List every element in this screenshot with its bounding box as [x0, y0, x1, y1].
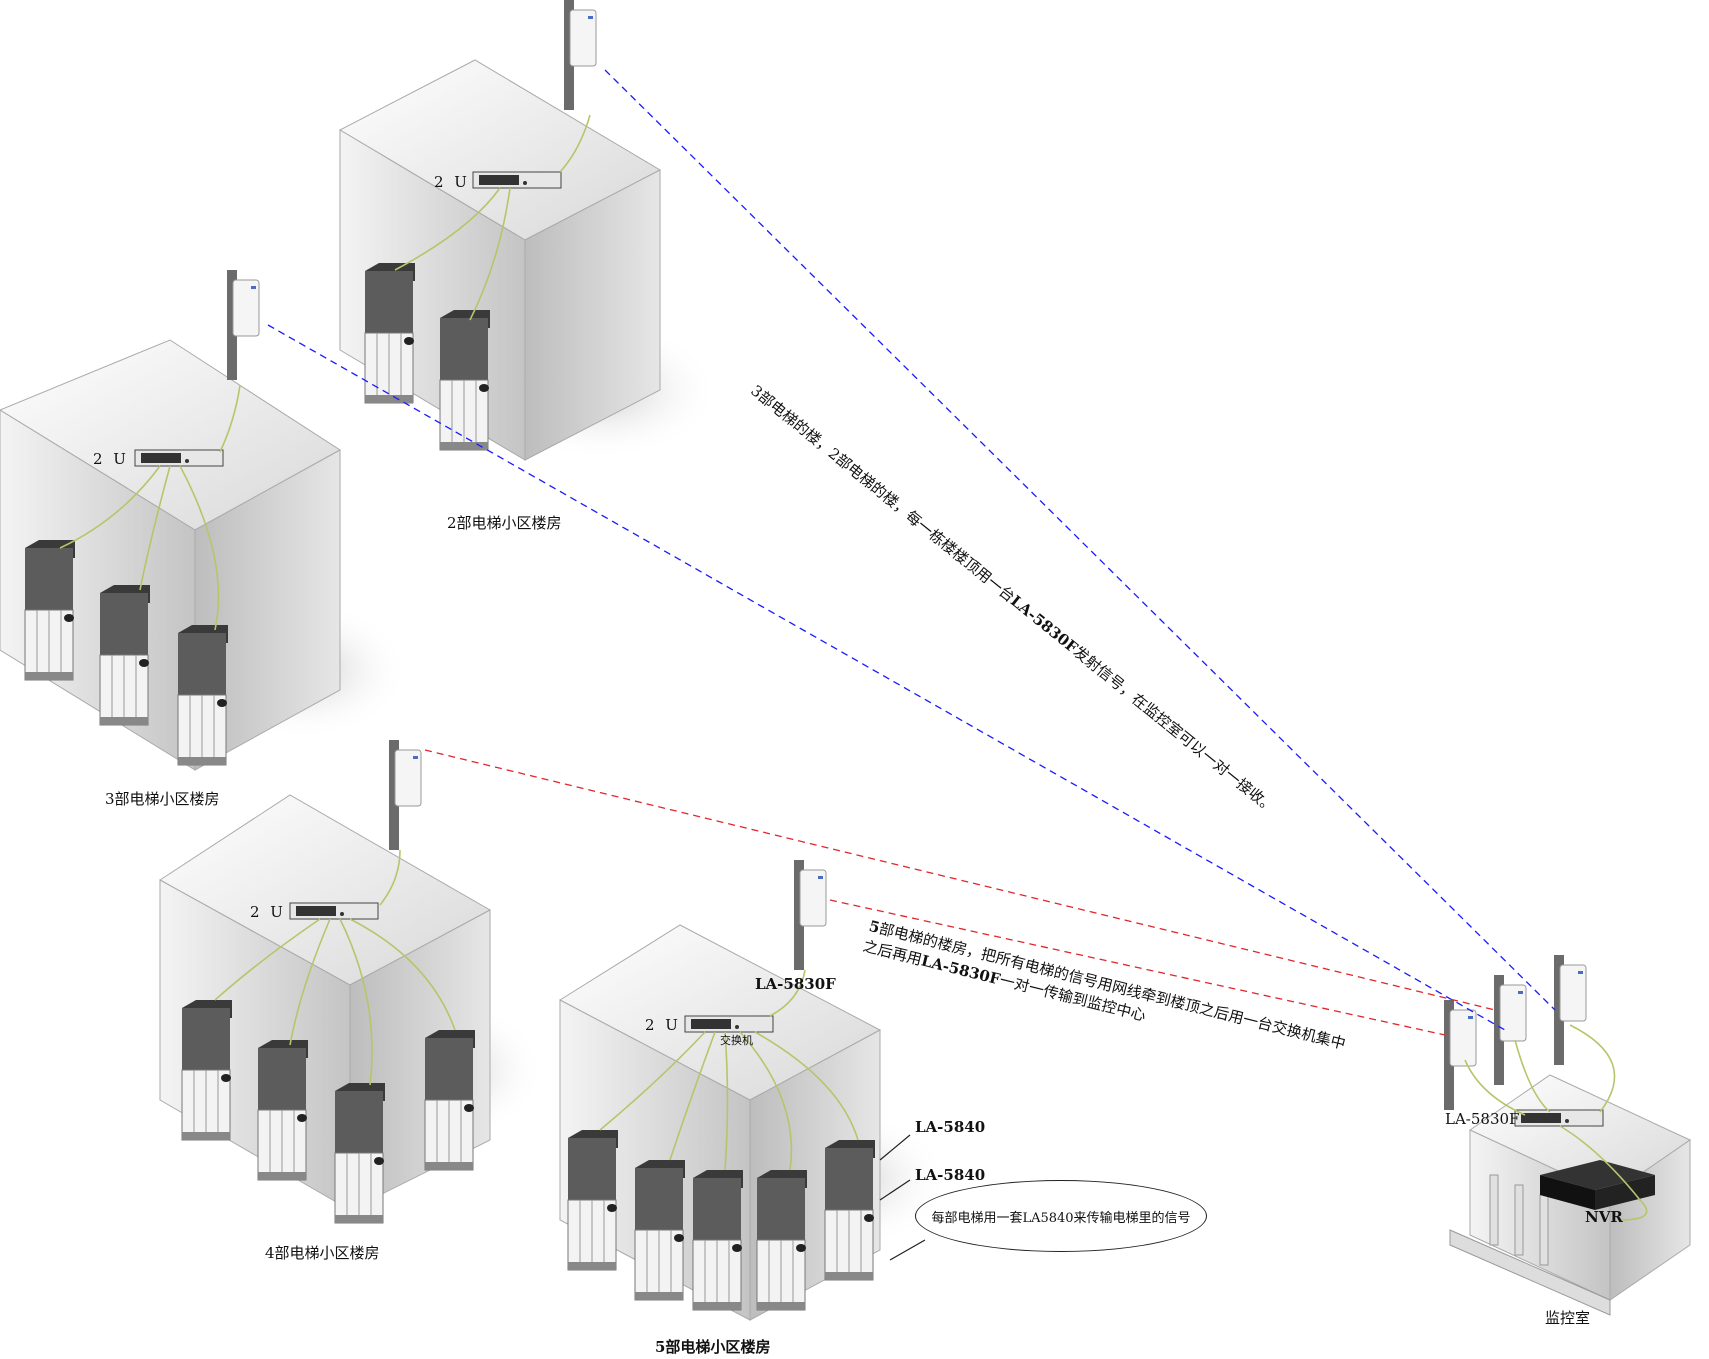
switch-device — [684, 1015, 774, 1033]
unit-label: 2 U — [434, 173, 470, 191]
callout-text: 每部电梯用一套LA5840来传输电梯里的信号 — [931, 1210, 1191, 1226]
building-3-elevators — [0, 269, 341, 771]
elevator-car — [181, 999, 233, 1141]
building-5-label: 5部电梯小区楼房 — [655, 1338, 771, 1356]
elevator-car — [692, 1169, 744, 1311]
switch-device — [289, 902, 379, 920]
elevator-car — [24, 539, 76, 681]
elevator-car — [334, 1082, 386, 1224]
elevator-car — [439, 309, 491, 451]
elevator-car — [634, 1159, 686, 1301]
building-2-elevators — [338, 0, 662, 461]
switch-device — [472, 171, 562, 189]
device-label-la5840: LA-5840 — [915, 1118, 986, 1136]
unit-label: 2 U — [250, 903, 286, 921]
device-label-la5840: LA-5840 — [915, 1166, 986, 1184]
wireless-links — [267, 69, 1556, 1036]
building-5-elevators — [558, 859, 882, 1321]
unit-label: 2 U — [645, 1016, 681, 1034]
elevator-car — [99, 584, 151, 726]
building-4-elevators — [159, 739, 492, 1224]
wireless-bridge — [1493, 974, 1527, 1086]
wireless-bridge — [1443, 999, 1477, 1111]
monitor-radio-label: LA-5830F — [1445, 1110, 1520, 1128]
wireless-bridge — [563, 0, 597, 111]
elevator-car — [756, 1169, 808, 1311]
wireless-bridge — [226, 269, 260, 381]
switch-device — [134, 449, 224, 467]
building-4-label: 4部电梯小区楼房 — [265, 1244, 380, 1262]
callout-bubble: 每部电梯用一套LA5840来传输电梯里的信号 — [915, 1180, 1207, 1252]
wireless-bridge — [1553, 954, 1587, 1066]
switch-label: 交换机 — [720, 1034, 753, 1047]
wireless-bridge — [793, 859, 827, 971]
elevator-car — [824, 1139, 876, 1281]
side-wall — [524, 169, 661, 461]
network-cables — [59, 114, 1648, 1221]
radio-label-la5830f: LA-5830F — [755, 975, 836, 993]
elevator-car — [567, 1129, 619, 1271]
switch-device — [1514, 1109, 1604, 1127]
nvr-label: NVR — [1585, 1208, 1623, 1226]
building-2-label: 2部电梯小区楼房 — [447, 514, 562, 532]
elevator-car — [257, 1039, 309, 1181]
monitor-room-label: 监控室 — [1545, 1309, 1591, 1327]
callout-lines — [879, 1134, 926, 1261]
building-3-label: 3部电梯小区楼房 — [105, 790, 220, 808]
wireless-bridge — [388, 739, 422, 851]
monitor-room-building — [1443, 954, 1692, 1316]
nvr-device — [1540, 1160, 1655, 1190]
elevator-car — [424, 1029, 476, 1171]
elevator-car — [364, 262, 416, 404]
elevator-car — [177, 624, 229, 766]
unit-label: 2 U — [93, 450, 129, 468]
